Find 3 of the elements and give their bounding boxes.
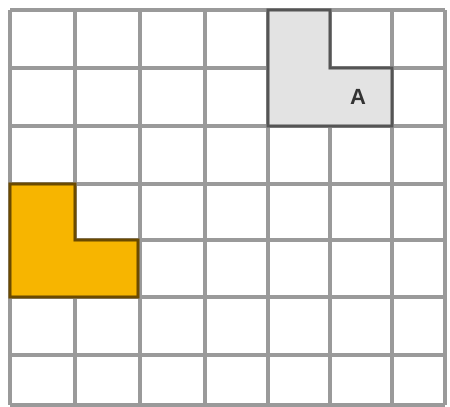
shape-label: A bbox=[350, 86, 366, 108]
l-shaped-tile bbox=[268, 10, 392, 126]
l-shaped-tile bbox=[10, 184, 138, 297]
